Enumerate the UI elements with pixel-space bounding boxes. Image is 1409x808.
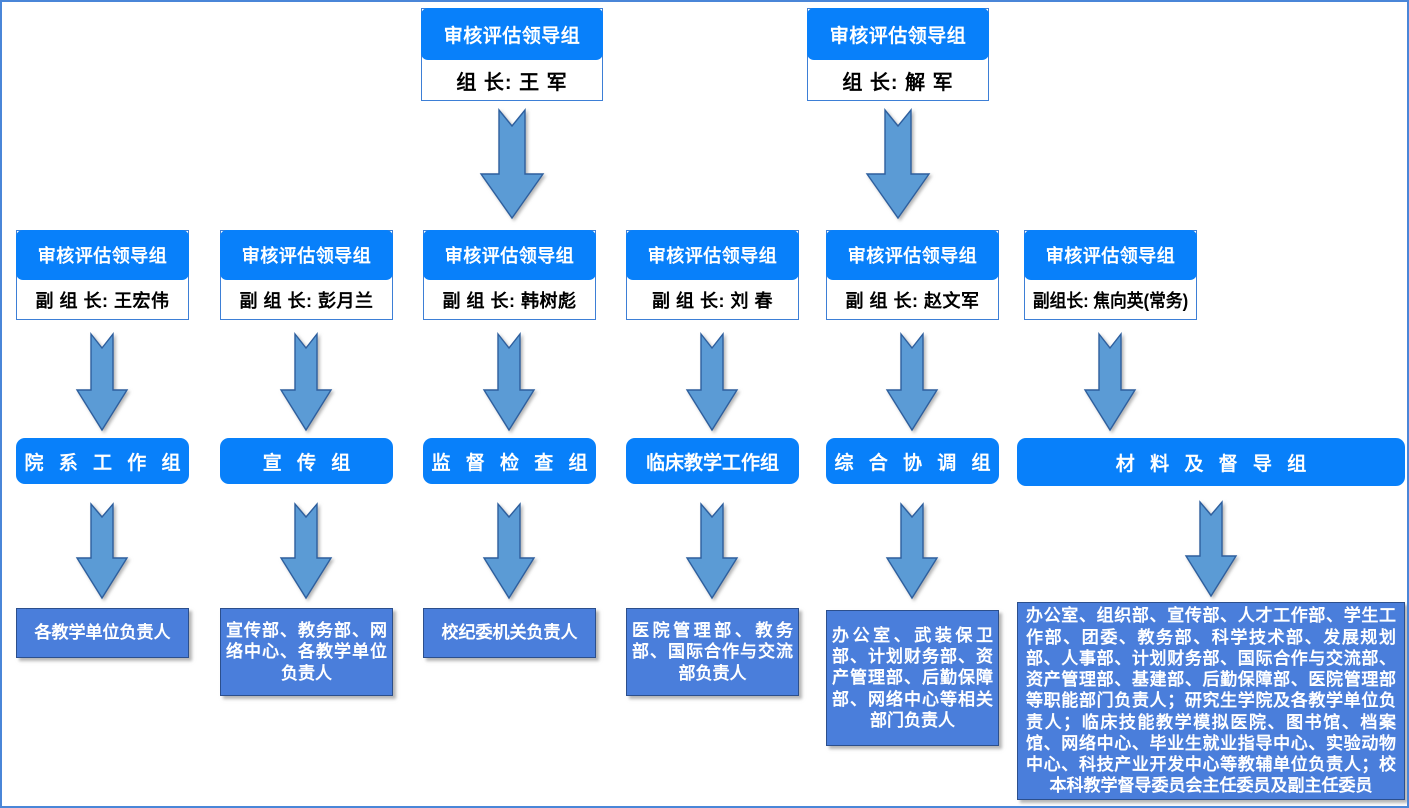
member-box-text: 医院管理部、教务部、国际合作与交流部负责人 [632,621,793,683]
member-box-text: 校纪委机关负责人 [441,622,578,642]
down-arrow-icon [278,502,334,600]
leader-card-role: 副 组 长: 彭月兰 [239,290,374,311]
down-arrow-icon [863,108,933,220]
leader-card-header: 审核评估领导组 [16,230,189,280]
member-box-2[interactable]: 宣传部、教务部、网络中心、各教学单位负责人 [220,608,393,696]
leader-card-top-2[interactable]: 审核评估领导组 组 长: 解 军 [807,8,989,101]
down-arrow-icon [481,502,537,600]
down-arrow-icon [481,332,537,432]
leader-card-header: 审核评估领导组 [423,230,596,280]
down-arrow-icon [884,502,940,600]
leader-card-deputy-3[interactable]: 审核评估领导组 副 组 长: 韩树彪 [423,230,596,320]
member-box-5[interactable]: 办公室、武装保卫部、计划财务部、资产管理部、后勤保障部、网络中心等相关部门负责人 [826,610,999,746]
leader-card-header: 审核评估领导组 [826,230,999,280]
leader-card-header: 审核评估领导组 [807,8,989,60]
leader-card-header: 审核评估领导组 [421,8,603,60]
down-arrow-icon [684,502,740,600]
group-box-linchuang[interactable]: 临床教学工作组 [626,438,799,484]
leader-card-header: 审核评估领导组 [220,230,393,280]
member-box-text: 办公室、武装保卫部、计划财务部、资产管理部、后勤保障部、网络中心等相关部门负责人 [832,625,993,730]
group-box-jiandu[interactable]: 监 督 检 查 组 [423,438,596,484]
down-arrow-icon [1082,332,1138,432]
leader-card-top-1[interactable]: 审核评估领导组 组 长: 王 军 [421,8,603,101]
leader-card-role: 组 长: 王 军 [456,71,568,94]
leader-card-role: 组 长: 解 军 [842,71,954,94]
leader-card-deputy-1[interactable]: 审核评估领导组 副 组 长: 王宏伟 [16,230,189,320]
member-box-4[interactable]: 医院管理部、教务部、国际合作与交流部负责人 [626,608,799,696]
member-box-6[interactable]: 办公室、组织部、宣传部、人才工作部、学生工作部、团委、教务部、科学技术部、发展规… [1017,602,1405,800]
down-arrow-icon [1183,500,1239,598]
leader-card-deputy-6[interactable]: 审核评估领导组 副组长: 焦向英(常务) [1024,230,1197,320]
leader-card-role: 副 组 长: 刘 春 [652,290,773,311]
leader-card-role: 副 组 长: 韩树彪 [442,290,577,311]
leader-card-role: 副组长: 焦向英(常务) [1032,290,1189,311]
down-arrow-icon [477,108,547,220]
member-box-1[interactable]: 各教学单位负责人 [16,608,189,658]
group-box-xuanchuan[interactable]: 宣 传 组 [220,438,393,484]
down-arrow-icon [884,332,940,432]
member-box-3[interactable]: 校纪委机关负责人 [423,608,596,658]
member-box-text: 宣传部、教务部、网络中心、各教学单位负责人 [226,621,387,683]
leader-card-header: 审核评估领导组 [1024,230,1197,280]
down-arrow-icon [278,332,334,432]
leader-card-deputy-4[interactable]: 审核评估领导组 副 组 长: 刘 春 [626,230,799,320]
down-arrow-icon [684,332,740,432]
group-box-zonghe[interactable]: 综 合 协 调 组 [826,438,999,484]
leader-card-deputy-5[interactable]: 审核评估领导组 副 组 长: 赵文军 [826,230,999,320]
leader-card-role: 副 组 长: 赵文军 [845,290,980,311]
leader-card-role: 副 组 长: 王宏伟 [35,290,170,311]
down-arrow-icon [74,502,130,600]
member-box-text: 各教学单位负责人 [34,622,171,642]
leader-card-header: 审核评估领导组 [626,230,799,280]
group-box-yuanxi[interactable]: 院 系 工 作 组 [16,438,189,484]
group-box-cailiao[interactable]: 材 料 及 督 导 组 [1017,438,1405,486]
member-box-text: 办公室、组织部、宣传部、人才工作部、学生工作部、团委、教务部、科学技术部、发展规… [1026,606,1396,796]
down-arrow-icon [74,332,130,432]
leader-card-deputy-2[interactable]: 审核评估领导组 副 组 长: 彭月兰 [220,230,393,320]
